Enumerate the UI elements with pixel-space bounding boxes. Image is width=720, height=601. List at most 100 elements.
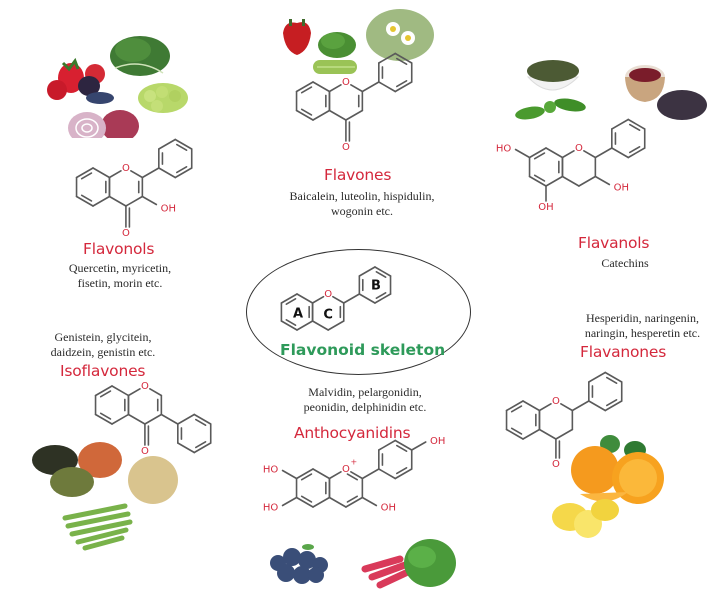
flavonols-title: Flavonols [83,240,155,258]
bond [111,385,130,397]
double-bond [300,108,313,116]
oxygen-atom: O [342,464,350,475]
double-bond [346,495,359,503]
isoflavones-examples-line-2: daidzein, genistin etc. [50,345,156,359]
bond [538,428,557,440]
bond [130,170,144,179]
bond [545,175,564,187]
anthocyanidins-foods [260,535,460,597]
oxygen-atom: O [342,77,350,88]
bond [94,385,113,397]
food-image-green-and-black-tea [515,60,707,120]
flavanones-title: Flavanones [580,343,667,361]
bond [361,81,380,93]
bond [555,428,574,440]
oxygen-atom: O [324,289,332,300]
hydroxyl-group: OH [614,183,629,194]
bond [505,400,524,412]
bond [108,170,122,179]
double-bond [80,194,93,202]
bond [361,468,380,480]
bond [193,413,212,425]
skeleton-ellipse [246,249,471,375]
bond [528,175,547,187]
anthocyanidins-examples: Malvidin, pelargonidin, peonidin, delphi… [280,385,450,415]
anthocyanidins-examples-line-1: Malvidin, pelargonidin, [308,385,422,399]
bond [141,167,160,179]
bond [295,496,314,508]
double-bond [195,440,207,449]
bond [560,403,574,412]
double-bond [396,57,408,66]
double-bond [510,405,523,413]
double-bond [195,418,207,427]
bond [328,84,342,93]
bond [160,413,179,425]
bond [361,496,378,507]
bond [127,413,146,425]
flavones-examples-line-1: Baicalein, luteolin, hispidulin, [289,189,435,203]
bond [141,195,158,206]
double-bond [300,86,313,94]
bond [410,441,427,451]
hydroxyl-group: OH [430,436,445,447]
carbonyl-oxygen: O [552,459,560,470]
bond [312,468,331,480]
bond [328,471,342,480]
bond [378,439,397,451]
double-bond [606,398,618,407]
bond [545,147,564,159]
double-bond [396,79,408,88]
bond [174,138,193,150]
bond [594,147,613,159]
bond [374,293,392,304]
bond [374,266,392,277]
bond [92,167,111,179]
hydroxyl-group: HO [263,465,279,476]
double-bond [176,143,188,152]
flavanones-examples-line-2: naringin, hesperetin etc. [584,326,701,340]
flavanols-foods [510,55,710,125]
double-bond [99,390,112,398]
bond [345,496,364,508]
double-bond [80,172,93,180]
ring-label-c: C [323,308,333,323]
double-bond [176,165,188,174]
hydroxyl-group: OH [381,503,396,514]
bond [295,81,314,93]
bond [578,175,597,187]
bond [604,371,623,383]
double-bond [533,152,546,160]
bond [312,109,331,121]
double-bond [285,298,297,305]
bond [94,413,113,425]
bond [378,81,397,93]
double-bond [375,271,387,278]
ring-label-a: A [293,307,303,322]
bond [280,293,298,304]
bond [627,147,646,159]
hydroxyl-group: HO [496,144,512,155]
bond [149,388,163,397]
double-bond [346,473,359,481]
bond [345,109,364,121]
double-bond [300,473,313,481]
anthocyanidins-title: Anthocyanidins [294,424,411,442]
oxygen-atom: O [141,381,149,392]
double-bond [300,495,313,503]
flavanones-foods [530,432,690,542]
bond [588,400,607,412]
bond [378,52,397,64]
ring-label-b: B [371,279,381,294]
bond [505,428,524,440]
bond [378,468,397,480]
food-image-lentils-soybeans-green-beans [32,442,178,551]
bond [311,295,325,304]
bond [158,138,177,150]
flavones-foods [275,5,450,85]
double-bond [629,123,641,132]
bond [528,147,547,159]
